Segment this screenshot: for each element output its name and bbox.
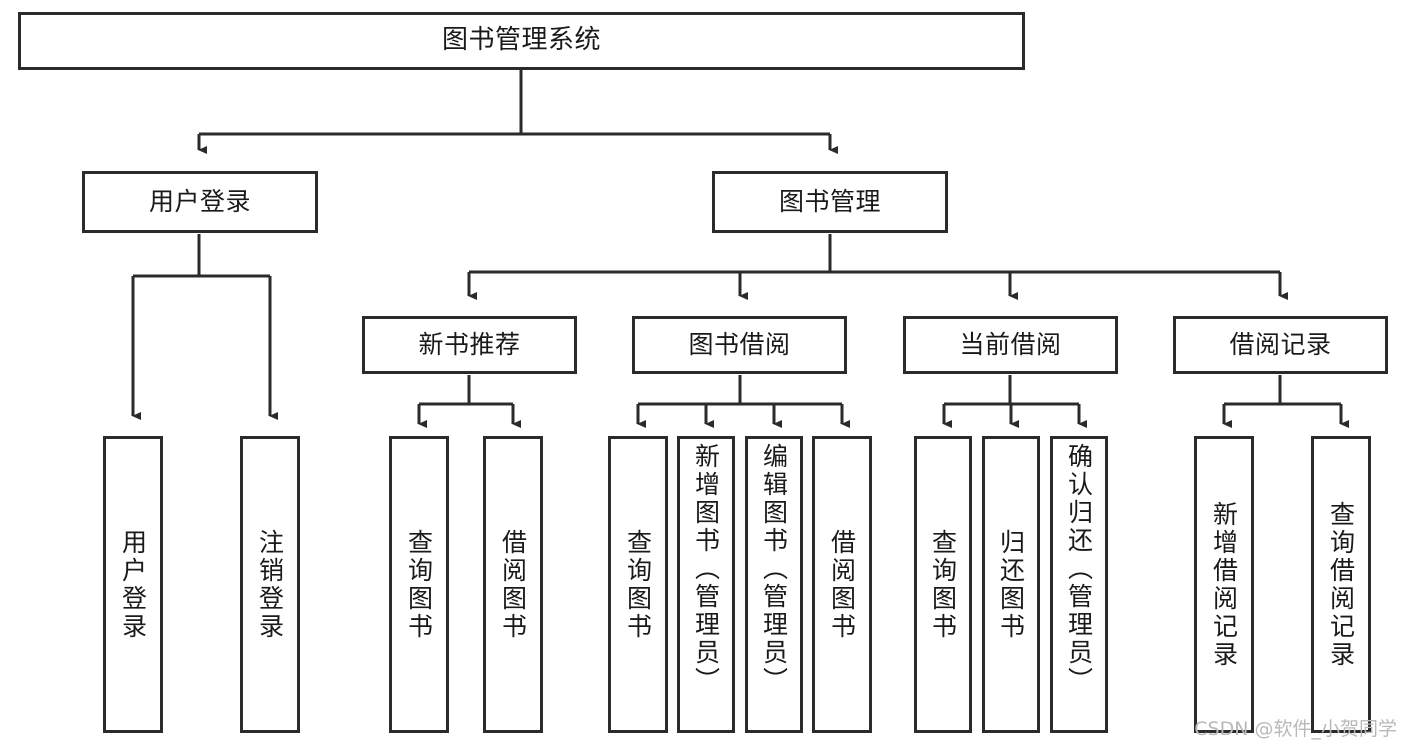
node-book-manage[interactable]: 图书管理: [712, 171, 948, 233]
leaf-user-login[interactable]: 用户登录: [103, 436, 163, 733]
node-label: 借阅图书: [498, 528, 528, 641]
leaf-query-borrow-record[interactable]: 查询借阅记录: [1311, 436, 1371, 733]
leaf-borrow-book-recommendation[interactable]: 借阅图书: [483, 436, 543, 733]
node-current-borrow[interactable]: 当前借阅: [903, 316, 1118, 374]
leaf-query-book-current[interactable]: 查询图书: [914, 436, 972, 733]
csdn-watermark: CSDN @软件_小贺同学: [1194, 718, 1397, 740]
node-label: 图书借阅: [688, 329, 791, 359]
node-label: 查询图书: [928, 528, 958, 641]
node-label: 图书管理: [778, 186, 881, 216]
node-label: 查询图书: [404, 528, 434, 641]
node-label: 借阅图书: [827, 528, 857, 641]
node-borrow-record[interactable]: 借阅记录: [1173, 316, 1388, 374]
node-label: 用户登录: [118, 528, 148, 641]
node-book-borrow[interactable]: 图书借阅: [632, 316, 847, 374]
node-label: 归还图书: [996, 528, 1026, 641]
node-label: 图书管理系统: [441, 25, 601, 56]
node-label: 借阅记录: [1229, 329, 1332, 359]
leaf-add-book-admin[interactable]: 新增图书（管理员）: [677, 436, 735, 733]
node-label: 新增图书（管理员）: [691, 443, 721, 695]
leaf-user-logout[interactable]: 注销登录: [240, 436, 300, 733]
leaf-add-borrow-record[interactable]: 新增借阅记录: [1194, 436, 1254, 733]
node-root-book-management-system[interactable]: 图书管理系统: [18, 12, 1025, 70]
node-label: 用户登录: [148, 186, 251, 216]
leaf-edit-book-admin[interactable]: 编辑图书（管理员）: [745, 436, 803, 733]
node-new-book-recommendation[interactable]: 新书推荐: [362, 316, 577, 374]
leaf-query-book-borrow[interactable]: 查询图书: [608, 436, 668, 733]
leaf-borrow-book[interactable]: 借阅图书: [812, 436, 872, 733]
node-label: 新书推荐: [418, 329, 521, 359]
node-label: 编辑图书（管理员）: [759, 443, 789, 695]
node-label: 新增借阅记录: [1209, 500, 1239, 669]
leaf-query-book-recommendation[interactable]: 查询图书: [389, 436, 449, 733]
leaf-return-book[interactable]: 归还图书: [982, 436, 1040, 733]
node-label: 确认归还（管理员）: [1064, 443, 1094, 695]
node-user-login[interactable]: 用户登录: [82, 171, 318, 233]
node-label: 查询借阅记录: [1326, 500, 1356, 669]
node-label: 当前借阅: [959, 329, 1062, 359]
node-label: 注销登录: [255, 528, 285, 641]
node-label: 查询图书: [623, 528, 653, 641]
leaf-confirm-return-admin[interactable]: 确认归还（管理员）: [1050, 436, 1108, 733]
